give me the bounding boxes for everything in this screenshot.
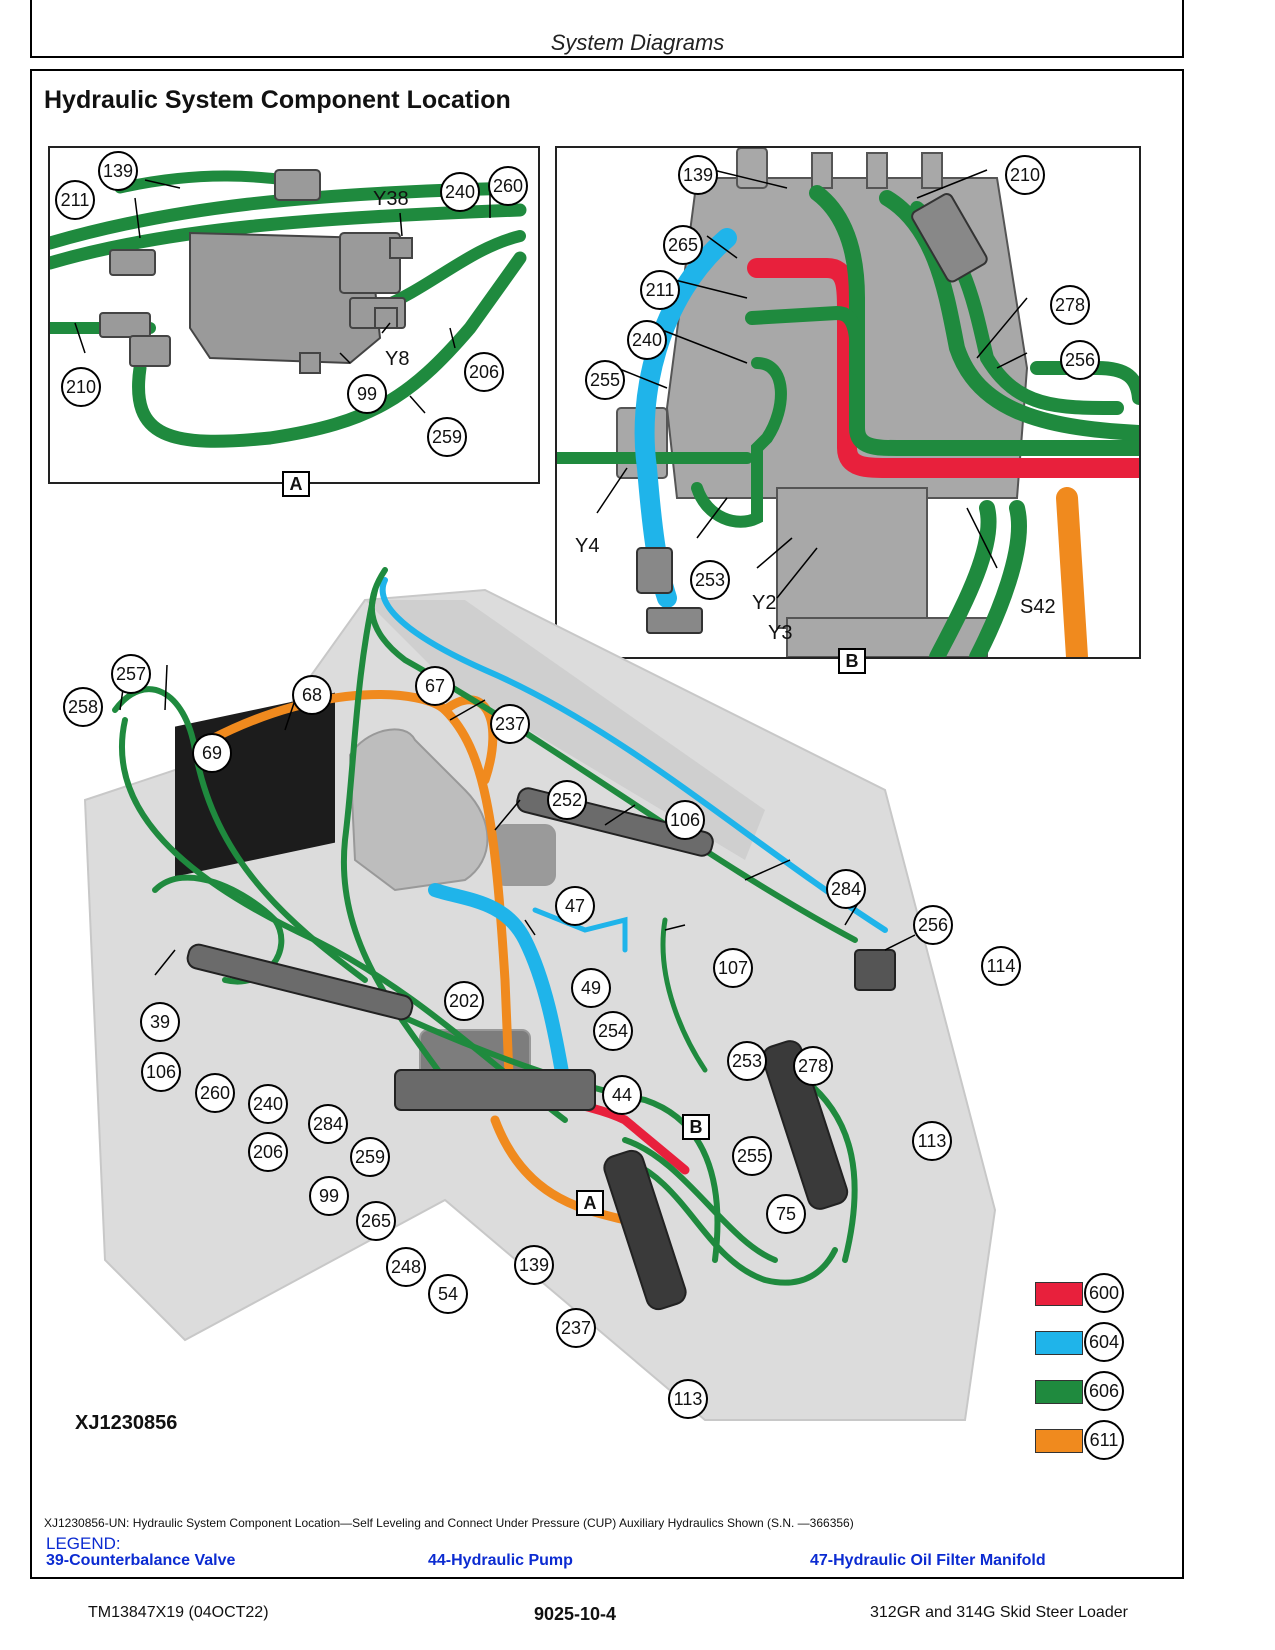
callout-106b: 106 bbox=[141, 1052, 181, 1092]
callout-113: 113 bbox=[912, 1121, 952, 1161]
callout-237b: 237 bbox=[556, 1308, 596, 1348]
callout-259: 259 bbox=[350, 1137, 390, 1177]
callout-206: 206 bbox=[248, 1132, 288, 1172]
callout-a-99: 99 bbox=[347, 374, 387, 414]
callout-a-240: 240 bbox=[440, 172, 480, 212]
callout-39: 39 bbox=[140, 1002, 180, 1042]
machine-illustration bbox=[83, 567, 997, 1421]
callout-b-278: 278 bbox=[1050, 285, 1090, 325]
callout-240: 240 bbox=[248, 1084, 288, 1124]
callout-69: 69 bbox=[192, 733, 232, 773]
legend-title: LEGEND: bbox=[46, 1534, 121, 1553]
callout-260: 260 bbox=[195, 1073, 235, 1113]
header-frame bbox=[30, 0, 1184, 58]
inset-b-tag: B bbox=[838, 648, 866, 674]
callout-139: 139 bbox=[514, 1245, 554, 1285]
callout-b-256: 256 bbox=[1060, 340, 1100, 380]
callout-b-211: 211 bbox=[640, 270, 680, 310]
callout-a-206: 206 bbox=[464, 352, 504, 392]
callout-75: 75 bbox=[766, 1194, 806, 1234]
label-y38: Y38 bbox=[373, 188, 409, 210]
swatch-600 bbox=[1035, 1282, 1083, 1306]
callout-68: 68 bbox=[292, 675, 332, 715]
callout-44: 44 bbox=[602, 1075, 642, 1115]
callout-248: 248 bbox=[386, 1247, 426, 1287]
callout-265: 265 bbox=[356, 1201, 396, 1241]
content-frame bbox=[30, 69, 1184, 1579]
callout-252: 252 bbox=[547, 780, 587, 820]
callout-b-255: 255 bbox=[585, 360, 625, 400]
callout-a-260: 260 bbox=[488, 166, 528, 206]
page-title: Hydraulic System Component Location bbox=[44, 86, 511, 114]
legend-611: 611 bbox=[1084, 1420, 1124, 1460]
label-y3: Y3 bbox=[768, 622, 793, 644]
legend-604: 604 bbox=[1084, 1322, 1124, 1362]
section-title: System Diagrams bbox=[550, 30, 725, 55]
callout-a-139: 139 bbox=[98, 151, 138, 191]
view-marker-a: A bbox=[576, 1190, 604, 1216]
callout-67: 67 bbox=[415, 666, 455, 706]
legend-item-39[interactable]: 39-Counterbalance Valve bbox=[46, 1552, 236, 1569]
swatch-611 bbox=[1035, 1429, 1083, 1453]
callout-a-210: 210 bbox=[61, 367, 101, 407]
callout-284b: 284 bbox=[308, 1104, 348, 1144]
callout-b-240: 240 bbox=[627, 320, 667, 360]
legend-item-44[interactable]: 44-Hydraulic Pump bbox=[428, 1552, 573, 1569]
footer-product: 312GR and 314G Skid Steer Loader bbox=[870, 1604, 1128, 1621]
callout-b-210: 210 bbox=[1005, 155, 1045, 195]
callout-b-139: 139 bbox=[678, 155, 718, 195]
inset-a-tag: A bbox=[282, 471, 310, 497]
figure-id: XJ1230856 bbox=[75, 1412, 178, 1434]
callout-202: 202 bbox=[444, 981, 484, 1021]
callout-a-259: 259 bbox=[427, 417, 467, 457]
swatch-606 bbox=[1035, 1380, 1083, 1404]
footer-doc-id: TM13847X19 (04OCT22) bbox=[88, 1604, 269, 1621]
callout-256: 256 bbox=[913, 905, 953, 945]
view-marker-b: B bbox=[682, 1114, 710, 1140]
callout-b-265: 265 bbox=[663, 225, 703, 265]
callout-99: 99 bbox=[309, 1176, 349, 1216]
callout-114: 114 bbox=[981, 946, 1021, 986]
callout-253: 253 bbox=[727, 1041, 767, 1081]
callout-257: 257 bbox=[111, 654, 151, 694]
callout-258: 258 bbox=[63, 687, 103, 727]
callout-b-253: 253 bbox=[690, 560, 730, 600]
label-s42: S42 bbox=[1020, 596, 1056, 618]
callout-254: 254 bbox=[593, 1011, 633, 1051]
callout-113b: 113 bbox=[668, 1379, 708, 1419]
callout-284: 284 bbox=[826, 869, 866, 909]
callout-106: 106 bbox=[665, 800, 705, 840]
callout-a-211: 211 bbox=[55, 180, 95, 220]
callout-49: 49 bbox=[571, 968, 611, 1008]
legend-item-47[interactable]: 47-Hydraulic Oil Filter Manifold bbox=[810, 1552, 1046, 1569]
callout-54: 54 bbox=[428, 1274, 468, 1314]
callout-255: 255 bbox=[732, 1136, 772, 1176]
callout-278: 278 bbox=[793, 1046, 833, 1086]
callout-47: 47 bbox=[555, 886, 595, 926]
callout-237: 237 bbox=[490, 704, 530, 744]
legend-606: 606 bbox=[1084, 1371, 1124, 1411]
footer-page-number: 9025-10-4 bbox=[534, 1604, 617, 1624]
label-y2: Y2 bbox=[752, 592, 777, 614]
inset-b-view bbox=[555, 146, 1141, 659]
swatch-604 bbox=[1035, 1331, 1083, 1355]
legend-600: 600 bbox=[1084, 1273, 1124, 1313]
callout-107: 107 bbox=[713, 948, 753, 988]
label-y8: Y8 bbox=[385, 348, 410, 370]
figure-caption: XJ1230856-UN: Hydraulic System Component… bbox=[44, 1516, 854, 1530]
label-y4: Y4 bbox=[575, 535, 600, 557]
